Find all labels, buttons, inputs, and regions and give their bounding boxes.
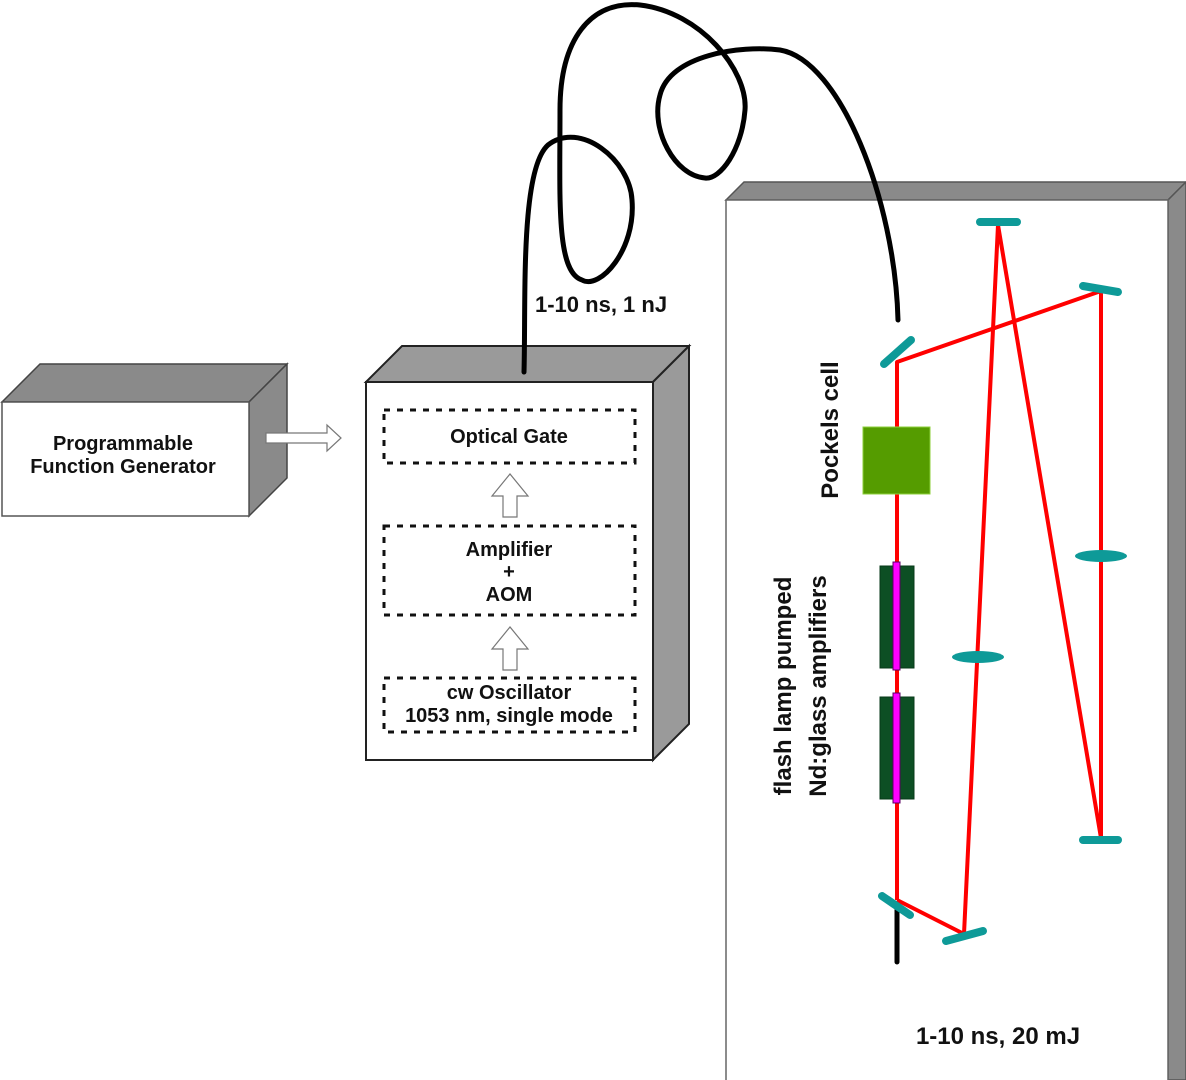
amplifier-rod	[892, 692, 901, 804]
mirror-bottom	[942, 927, 987, 945]
mirror-top-right	[1079, 282, 1122, 296]
mirror-output	[878, 892, 914, 919]
optical-gate-stage	[382, 408, 637, 465]
amplifier-rod	[892, 561, 901, 671]
mirrors	[878, 218, 1122, 945]
oscillator-spec-label: 1053 nm, single mode	[405, 705, 613, 727]
up-arrow-icon	[490, 626, 530, 671]
amplifier-table-top	[724, 181, 1186, 201]
amplifier-table-side	[1167, 180, 1186, 1080]
fiber-output-label: 1-10 ns, 1 nJ	[535, 292, 667, 317]
amplifier-head-2	[879, 692, 915, 804]
lens-middle	[952, 651, 1004, 663]
seed-module-box: Optical Gate Amplifier + AOM cw Oscillat…	[363, 343, 692, 763]
amplifier-head-1	[879, 561, 915, 671]
amplifier-table-box	[724, 180, 1186, 1080]
pockels-cell-label: Pockels cell	[817, 361, 844, 498]
seed-module-front	[365, 381, 654, 761]
beam-segment-lower-loop	[896, 223, 1103, 936]
plus-label: +	[503, 561, 515, 583]
amplifiers-label-line2: Nd:glass amplifiers	[805, 575, 832, 796]
pockels-cell	[862, 426, 931, 495]
function-generator-label-line1: Programmable	[53, 433, 193, 455]
function-generator-top	[0, 363, 289, 403]
up-arrow-icon	[490, 473, 530, 518]
seed-module-top	[363, 345, 692, 383]
function-generator-front	[1, 401, 250, 517]
optical-fiber	[521, 2, 901, 375]
cw-oscillator-label: cw Oscillator	[447, 682, 572, 704]
aom-label: AOM	[486, 584, 533, 606]
optical-gate-label: Optical Gate	[450, 426, 568, 448]
cw-oscillator-stage	[382, 676, 637, 734]
function-generator-label-line2: Function Generator	[30, 456, 216, 478]
amplifiers-label-line1: flash lamp pumped	[770, 577, 797, 796]
function-generator-box: Programmable Function Generator	[0, 362, 289, 518]
lens-right	[1075, 550, 1127, 562]
table-output-label: 1-10 ns, 20 mJ	[916, 1023, 1080, 1050]
mirror-input	[880, 336, 915, 368]
amplifier-label: Amplifier	[466, 539, 553, 561]
seed-module-side	[652, 343, 690, 763]
trigger-arrow-icon	[265, 423, 342, 453]
